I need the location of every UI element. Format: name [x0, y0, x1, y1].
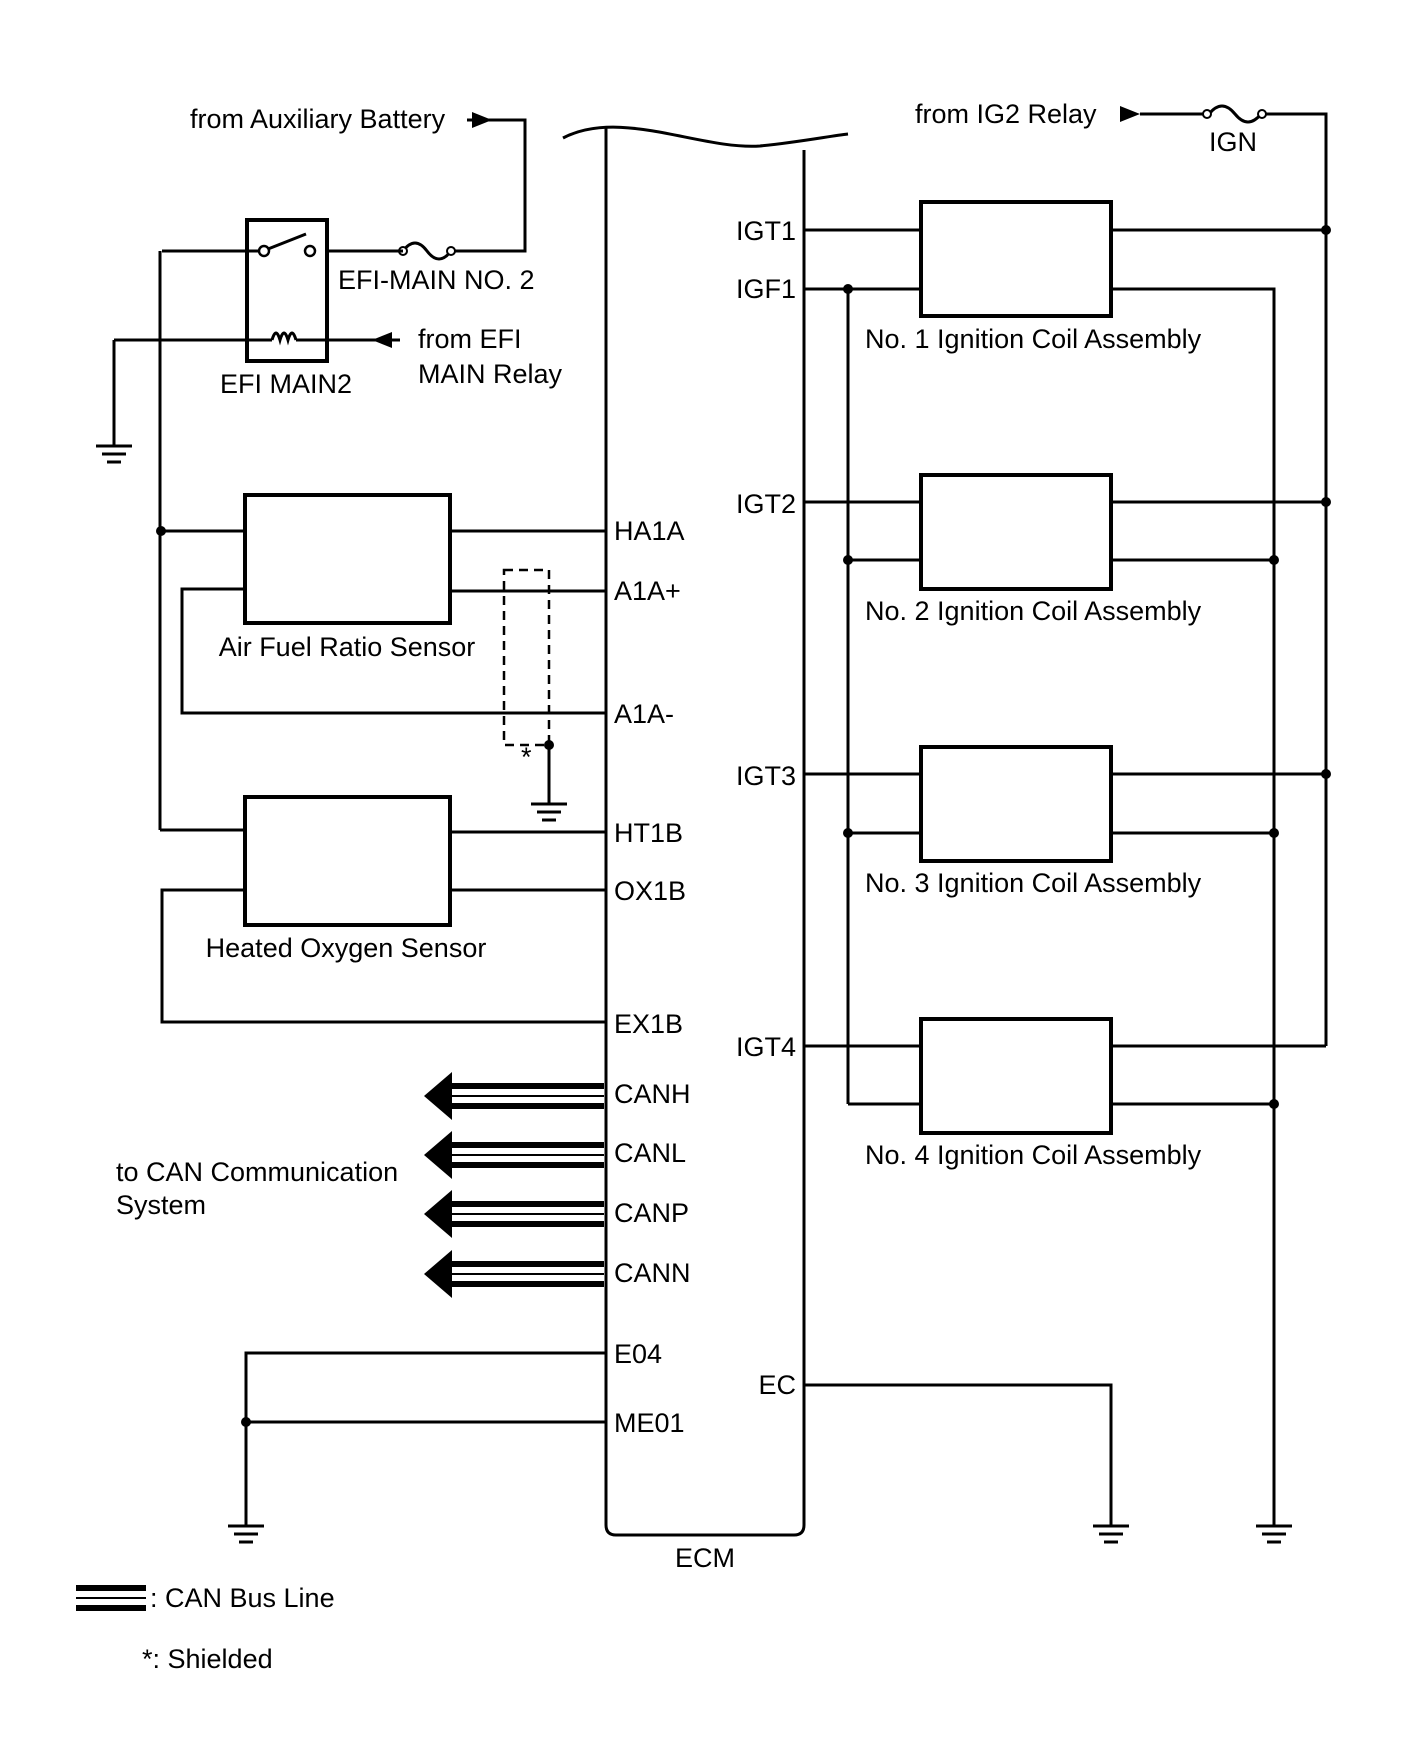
pin-a1a-plus: A1A+ — [614, 576, 681, 606]
can-arrow-cann — [424, 1250, 604, 1298]
can-arrow-canl — [424, 1131, 604, 1179]
pin-ox1b: OX1B — [614, 876, 686, 906]
efi-main2-label: EFI MAIN2 — [220, 369, 352, 399]
pin-canp: CANP — [614, 1198, 689, 1228]
legend-can-bus-symbol — [76, 1585, 146, 1611]
legend-shielded-label: *: Shielded — [142, 1644, 273, 1674]
pin-igf1: IGF1 — [736, 274, 796, 304]
ecm-ground-left — [226, 1351, 606, 1544]
air-fuel-ratio-sensor-label: Air Fuel Ratio Sensor — [219, 632, 476, 662]
pin-canl: CANL — [614, 1138, 686, 1168]
pin-ex1b: EX1B — [614, 1009, 683, 1039]
heated-oxygen-sensor — [160, 795, 606, 1024]
pin-ec: EC — [758, 1370, 796, 1400]
pin-canh: CANH — [614, 1079, 691, 1109]
heated-oxygen-sensor-label: Heated Oxygen Sensor — [206, 933, 487, 963]
air-fuel-ratio-sensor — [156, 493, 606, 822]
from-ig2-relay-label: from IG2 Relay — [915, 99, 1097, 129]
can-system-label-2: System — [116, 1190, 206, 1220]
pin-ha1a: HA1A — [614, 516, 685, 546]
pin-cann: CANN — [614, 1258, 691, 1288]
coil-1-label: No. 1 Ignition Coil Assembly — [865, 324, 1202, 354]
can-system-label-1: to CAN Communication — [116, 1157, 398, 1187]
pin-me01: ME01 — [614, 1408, 685, 1438]
ign-fuse-label: IGN — [1209, 127, 1257, 157]
pin-e04: E04 — [614, 1339, 662, 1369]
pin-igt4: IGT4 — [736, 1032, 796, 1062]
pin-a1a-minus: A1A- — [614, 699, 674, 729]
from-aux-battery-label: from Auxiliary Battery — [190, 104, 446, 134]
efi-main2-relay — [94, 112, 527, 830]
can-arrow-canp — [424, 1190, 604, 1238]
coil-3-label: No. 3 Ignition Coil Assembly — [865, 868, 1202, 898]
can-arrow-canh — [424, 1072, 604, 1120]
ignition-coils — [804, 200, 1331, 1544]
ecm-label: ECM — [675, 1543, 735, 1573]
efi-main-no2-fuse-label: EFI-MAIN NO. 2 — [338, 265, 535, 295]
coil-4-label: No. 4 Ignition Coil Assembly — [865, 1140, 1202, 1170]
can-bus-lines — [424, 1072, 604, 1298]
from-efi-main-relay-label-2: MAIN Relay — [418, 359, 563, 389]
pin-igt2: IGT2 — [736, 489, 796, 519]
from-efi-main-relay-label-1: from EFI — [418, 324, 522, 354]
ecm-block — [562, 125, 849, 1537]
ec-ground — [804, 1383, 1131, 1544]
pin-igt1: IGT1 — [736, 216, 796, 246]
pin-igt3: IGT3 — [736, 761, 796, 791]
shield-asterisk: * — [521, 742, 532, 772]
ign-fuse-feed — [1120, 104, 1328, 1046]
pin-ht1b: HT1B — [614, 818, 683, 848]
legend-can-bus-label: : CAN Bus Line — [150, 1583, 335, 1613]
coil-2-label: No. 2 Ignition Coil Assembly — [865, 596, 1202, 626]
